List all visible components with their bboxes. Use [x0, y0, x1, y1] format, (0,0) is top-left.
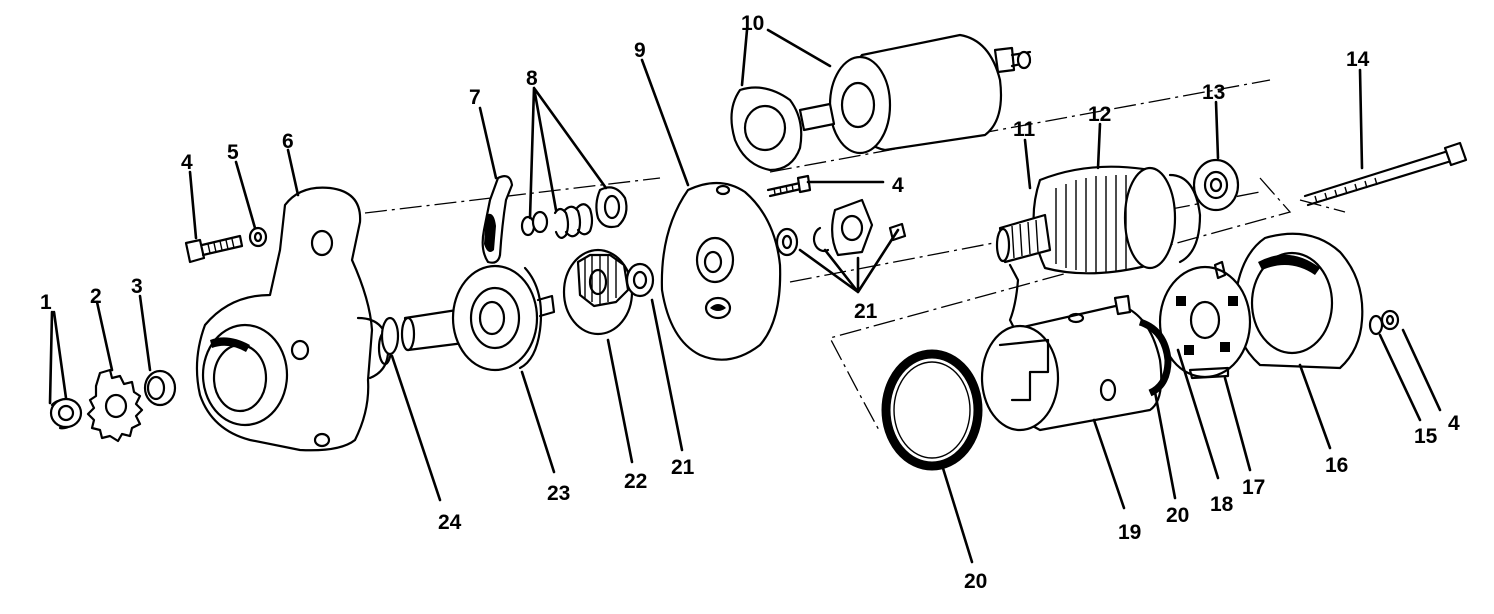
part-20-seal-ring-small [1138, 318, 1172, 397]
label-6: 6 [282, 130, 294, 153]
part-13-bearing [1192, 158, 1240, 212]
part-15-washer [1368, 314, 1384, 336]
label-15: 15 [1414, 425, 1438, 448]
part-19-yoke-housing [980, 294, 1163, 432]
label-16: 16 [1325, 454, 1348, 477]
part-21-washer-left [625, 262, 655, 298]
part-24-bushing [380, 316, 400, 356]
label-2: 2 [90, 285, 102, 308]
label-18: 18 [1210, 493, 1234, 516]
part-6-drive-end-housing [195, 186, 393, 452]
part-3-thrust-collar [143, 369, 177, 407]
part-4-screw-left [184, 234, 244, 264]
label-19: 19 [1118, 521, 1141, 544]
part-9-intermediate-plate [660, 181, 782, 361]
label-24: 24 [438, 511, 462, 534]
part-4-screw-centre [766, 174, 812, 198]
leader-lines [48, 28, 1442, 564]
label-14: 14 [1346, 48, 1370, 71]
part-22-pinion-drive [562, 248, 634, 336]
label-12: 12 [1088, 103, 1111, 126]
label-10: 10 [741, 12, 764, 35]
label-9: 9 [634, 39, 646, 62]
part-17-brush-holder [1158, 260, 1252, 380]
part-7-engagement-lever [481, 175, 514, 264]
label-4-centre: 4 [892, 174, 904, 197]
part-1-circlip [49, 397, 83, 430]
part-5-washer [248, 226, 268, 248]
callout-labels: 1 2 3 4 5 6 7 8 9 10 4 21 11 12 13 14 4 … [40, 12, 1460, 593]
label-13: 13 [1202, 81, 1225, 104]
label-21-bottom: 21 [671, 456, 695, 479]
label-3: 3 [131, 275, 143, 298]
part-10-solenoid-switch [730, 33, 1032, 172]
part-12-armature [1032, 165, 1202, 275]
part-18-brushes [1176, 296, 1238, 355]
part-2-stop-gear [86, 368, 144, 443]
label-4-right: 4 [1448, 412, 1460, 435]
label-1: 1 [40, 291, 52, 314]
label-20-bottom: 20 [964, 570, 987, 593]
label-8: 8 [526, 67, 538, 90]
label-21-centre: 21 [854, 300, 878, 323]
label-11: 11 [1013, 118, 1036, 141]
label-20-right: 20 [1166, 504, 1189, 527]
part-11-armature-shaft [995, 213, 1052, 332]
label-22: 22 [624, 470, 647, 493]
label-17: 17 [1242, 476, 1265, 499]
label-4-left: 4 [181, 151, 193, 174]
label-7: 7 [469, 86, 481, 109]
label-5: 5 [227, 141, 239, 164]
part-23-planetary-carrier [400, 264, 556, 372]
part-4-screw-right [1380, 309, 1400, 331]
label-23: 23 [547, 482, 570, 505]
part-20-seal-ring-large [881, 349, 983, 471]
part-8-spring-set [520, 186, 628, 239]
part-16-end-cover [1233, 232, 1364, 370]
part-14-through-bolt [1303, 141, 1468, 207]
